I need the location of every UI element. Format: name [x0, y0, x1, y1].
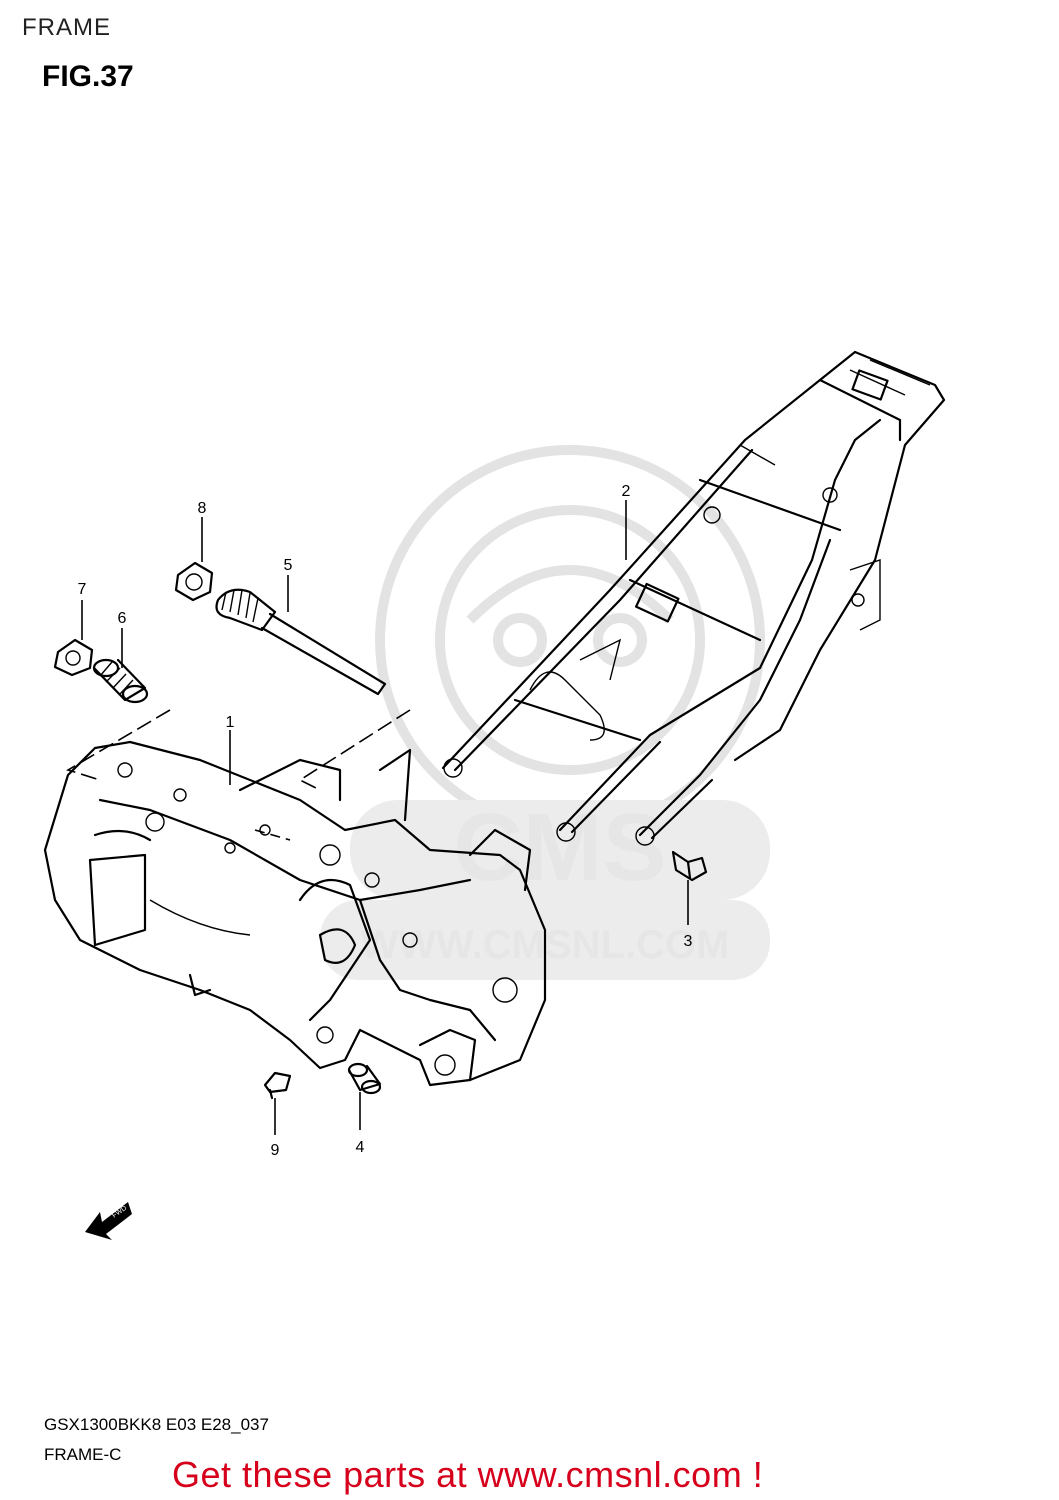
part-5-long-bolt — [215, 588, 387, 696]
figure-number: FIG.37 — [42, 60, 134, 93]
section-title: FRAME — [22, 14, 111, 41]
callout-labels: 1 2 3 4 5 6 7 8 9 — [78, 483, 693, 1159]
part-3-bolt — [671, 850, 708, 882]
callout-3: 3 — [684, 933, 693, 950]
part-8-nut — [174, 561, 214, 602]
parts-link-banner[interactable]: Get these parts at www.cmsnl.com ! — [172, 1454, 764, 1495]
callout-9: 9 — [271, 1142, 280, 1159]
callout-6: 6 — [118, 610, 127, 627]
part-9-bolt — [263, 1071, 292, 1100]
watermark-brand: CMS — [453, 794, 666, 901]
callout-2: 2 — [622, 483, 631, 500]
frame-variant: FRAME-C — [44, 1445, 122, 1464]
leader-lines — [66, 500, 689, 1135]
callout-8: 8 — [198, 500, 207, 517]
fwd-arrow-icon: FWD — [85, 1202, 132, 1240]
watermark-logo: CMS WWW.CMSNL.COM — [320, 445, 770, 980]
part-4-collar — [347, 1062, 382, 1095]
part-1-main-frame — [43, 740, 547, 1087]
model-code: GSX1300BKK8 E03 E28_037 — [44, 1415, 269, 1434]
callout-7: 7 — [78, 581, 87, 598]
callout-4: 4 — [356, 1139, 365, 1156]
callout-5: 5 — [284, 557, 293, 574]
part-7-nut — [53, 638, 94, 677]
part-6-spacer — [92, 658, 149, 704]
callout-1: 1 — [226, 714, 235, 731]
part-2-rear-subframe — [441, 350, 946, 846]
